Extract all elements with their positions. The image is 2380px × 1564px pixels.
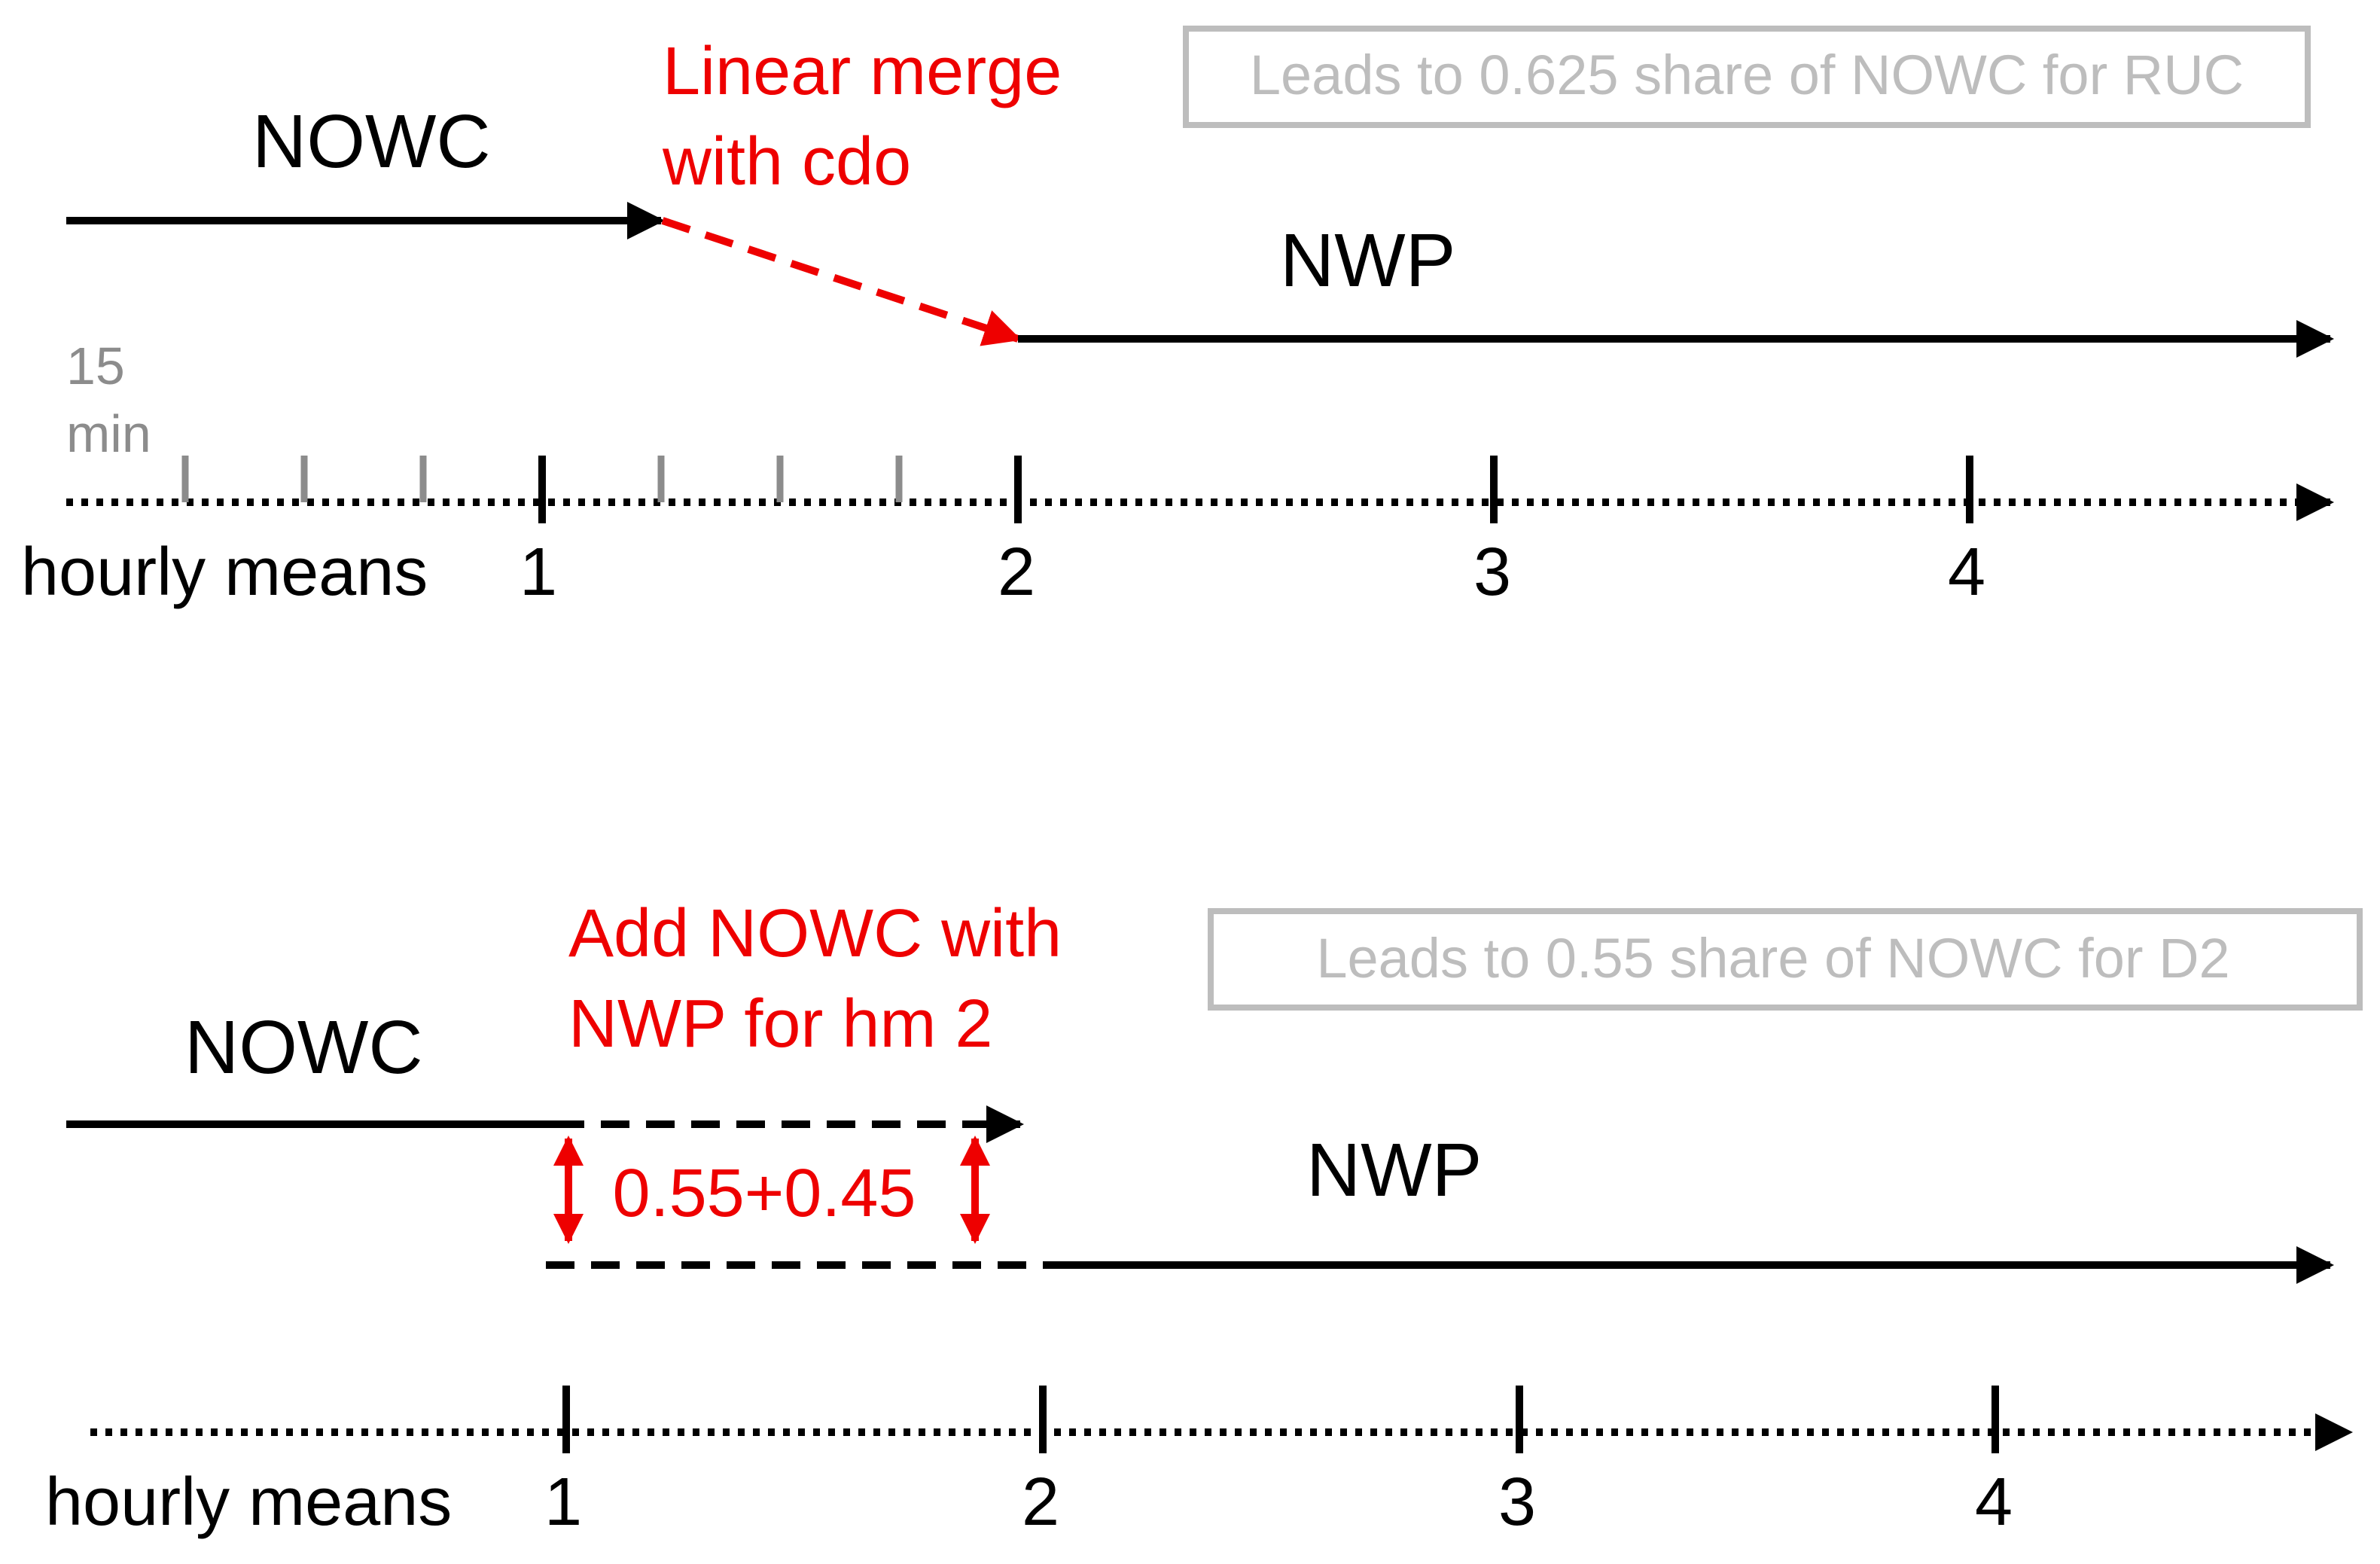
bottom-axis-tick-label-2: 2 [1022, 1465, 1059, 1540]
top-merge-note: Linear merge with cdo [662, 34, 1080, 200]
bottom-panel: NOWC Add NOWC with NWP for hm 2 Leads to… [45, 896, 2363, 1540]
top-nowc-label: NOWC [252, 99, 491, 184]
top-axis-tick-label-3: 3 [1473, 535, 1511, 610]
top-axis-label: hourly means [21, 535, 428, 610]
top-minor-tick-label: 15 min [66, 337, 151, 463]
bottom-share-box [1208, 908, 2363, 1011]
top-nwp-label: NWP [1280, 218, 1455, 303]
bottom-nwp-label: NWP [1306, 1128, 1482, 1212]
top-axis-tick-label-2: 2 [998, 535, 1035, 610]
bottom-merge-note-line1: Add NOWC with [568, 896, 1062, 971]
bottom-axis-tick-label-4: 4 [1975, 1465, 2013, 1540]
top-axis-tick-label-1: 1 [520, 535, 557, 610]
top-major-ticks [538, 456, 1973, 523]
bottom-share-note: Leads to 0.55 share of NOWC for D2 [1316, 927, 2229, 989]
top-merge-dashed-arrow [661, 217, 1022, 346]
bottom-merge-note-line2: NWP for hm 2 [568, 986, 992, 1062]
top-panel: NOWC Linear merge with cdo NWP Leads to … [21, 26, 2334, 610]
top-minor-tick-label-line2: min [66, 404, 151, 463]
top-minor-tick-label-line1: 15 [66, 337, 125, 395]
top-share-box [1183, 26, 2311, 128]
bottom-weight-label: 0.55+0.45 [613, 1156, 916, 1231]
bottom-axis-tick-label-1: 1 [544, 1465, 582, 1540]
top-share-note: Leads to 0.625 share of NOWC for RUC [1250, 44, 2244, 106]
bottom-merge-note: Add NOWC with NWP for hm 2 [568, 896, 1080, 1062]
top-axis-tick-label-4: 4 [1948, 535, 1985, 610]
bottom-major-ticks [562, 1386, 1999, 1453]
top-minor-ticks [181, 456, 903, 502]
top-merge-note-line2: with cdo [662, 124, 911, 200]
bottom-axis-label: hourly means [45, 1465, 452, 1540]
bottom-axis-tick-label-3: 3 [1498, 1465, 1536, 1540]
top-merge-note-line1: Linear merge [663, 34, 1062, 109]
bottom-nowc-label: NOWC [184, 1005, 423, 1090]
